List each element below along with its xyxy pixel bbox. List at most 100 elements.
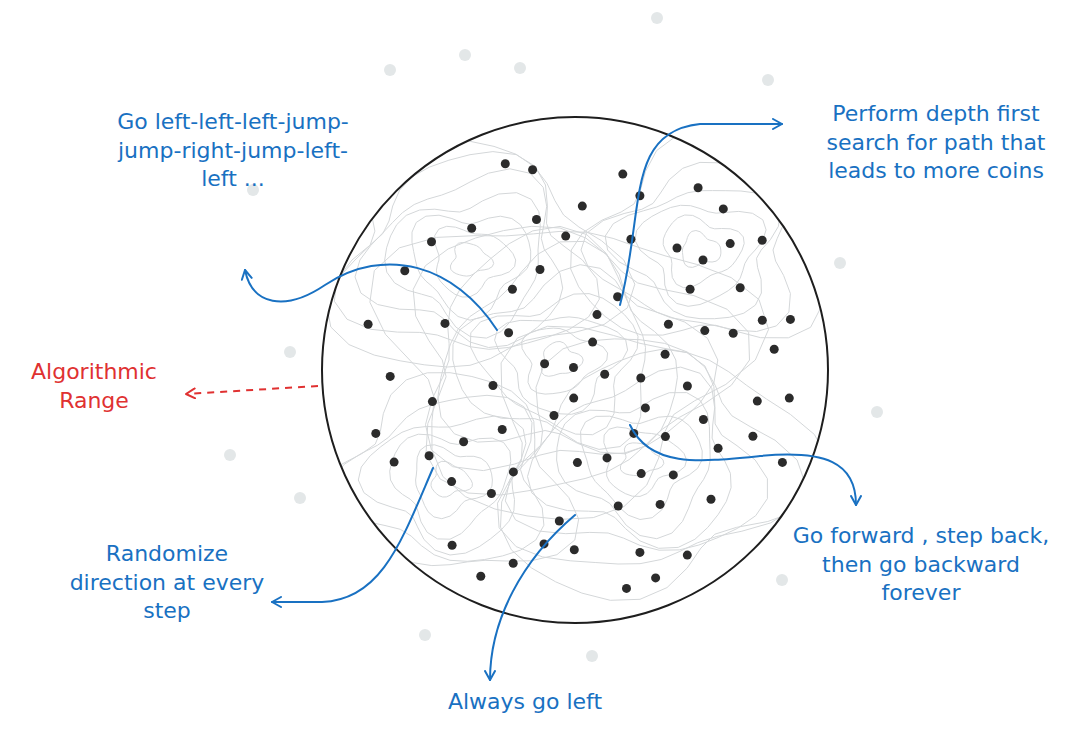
coin-dot — [700, 326, 709, 335]
coin-dot — [699, 256, 708, 265]
background-dot — [834, 257, 846, 269]
contour-line — [663, 215, 744, 288]
coin-dot — [699, 415, 708, 424]
topographic-texture — [313, 133, 829, 600]
coin-dot — [540, 359, 549, 368]
callout-text: Perform depth first search for path that… — [806, 100, 1066, 186]
background-dot — [871, 406, 883, 418]
coin-dot — [673, 244, 682, 253]
coin-dot — [786, 315, 795, 324]
contour-line — [326, 138, 634, 367]
coin-dot — [635, 548, 644, 557]
coin-dot — [778, 458, 787, 467]
coin-dot — [614, 502, 623, 511]
coin-dot — [487, 489, 496, 498]
coin-dot — [736, 283, 745, 292]
callout-text: Always go left — [400, 688, 650, 717]
coin-dot — [664, 320, 673, 329]
coin-dot — [637, 469, 646, 478]
coin-dot — [641, 403, 650, 412]
contour-line — [581, 162, 790, 331]
coin-dot — [509, 467, 518, 476]
coin-dot — [573, 458, 582, 467]
coin-dot — [459, 437, 468, 446]
contour-line — [438, 241, 678, 453]
background-dot — [586, 650, 598, 662]
coin-dot — [364, 320, 373, 329]
coin-dot — [683, 551, 692, 560]
coin-dot — [428, 397, 437, 406]
coin-dot — [683, 382, 692, 391]
coin-dot — [661, 432, 670, 441]
coin-dots — [364, 159, 795, 593]
coin-dot — [528, 165, 537, 174]
coin-dot — [569, 394, 578, 403]
coin-dot — [390, 458, 399, 467]
contour-line — [450, 243, 493, 277]
background-dot — [294, 492, 306, 504]
coin-dot — [694, 183, 703, 192]
contour-line — [331, 395, 544, 561]
range-label: Algorithmic Range — [4, 358, 184, 415]
contour-line — [453, 265, 646, 450]
contour-line — [557, 393, 711, 539]
callout-text: Go forward , step back, then go backward… — [790, 522, 1052, 608]
background-dot — [284, 346, 296, 358]
coin-dot — [669, 470, 678, 479]
coin-dot — [588, 338, 597, 347]
coin-dot — [661, 350, 670, 359]
contour-line — [413, 226, 749, 495]
contour-line — [426, 226, 718, 470]
contour-line — [470, 294, 638, 435]
background-dot — [384, 64, 396, 76]
coin-dot — [593, 310, 602, 319]
coin-dot — [719, 204, 728, 213]
contour-line — [498, 339, 806, 564]
callout-text: Go left-left-left-jump-jump-right-jump-l… — [108, 108, 358, 194]
coin-dot — [656, 500, 665, 509]
coin-dot — [726, 239, 735, 248]
contour-line — [528, 367, 732, 548]
coin-dot — [536, 265, 545, 274]
coin-dot — [504, 328, 513, 337]
coin-dot — [770, 345, 779, 354]
coin-dot — [753, 397, 762, 406]
coin-dot — [618, 170, 627, 179]
coin-dot — [427, 237, 436, 246]
coin-dot — [489, 381, 498, 390]
coin-dot — [509, 559, 518, 568]
coin-dot — [636, 374, 645, 383]
background-dot — [651, 12, 663, 24]
contour-line — [541, 342, 583, 377]
coin-dot — [570, 545, 579, 554]
contour-line — [635, 205, 766, 306]
coin-dot — [600, 370, 609, 379]
contour-line — [495, 317, 628, 414]
contour-line — [522, 328, 608, 394]
coin-dot — [578, 202, 587, 211]
leader-lines — [245, 124, 856, 680]
coin-dot — [386, 372, 395, 381]
coin-dot — [476, 572, 485, 581]
background-dot — [514, 62, 526, 74]
coin-dot — [555, 517, 564, 526]
callout-text: Randomize direction at every step — [62, 540, 272, 626]
background-dot — [776, 574, 788, 586]
leader-line — [245, 264, 497, 330]
background-dot — [459, 49, 471, 61]
contour-line — [605, 191, 779, 319]
coin-dot — [758, 316, 767, 325]
leader-line — [272, 468, 433, 602]
background-dot — [419, 629, 431, 641]
contour-line — [501, 326, 829, 600]
contour-line — [412, 215, 531, 320]
leader-line — [620, 124, 782, 305]
coin-dot — [622, 584, 631, 593]
coin-dot — [748, 432, 757, 441]
leader-line — [490, 515, 575, 680]
coin-dot — [467, 224, 476, 233]
coin-dot — [729, 329, 738, 338]
coin-dot — [569, 363, 578, 372]
coin-dot — [714, 444, 723, 453]
leader-line — [630, 425, 856, 505]
